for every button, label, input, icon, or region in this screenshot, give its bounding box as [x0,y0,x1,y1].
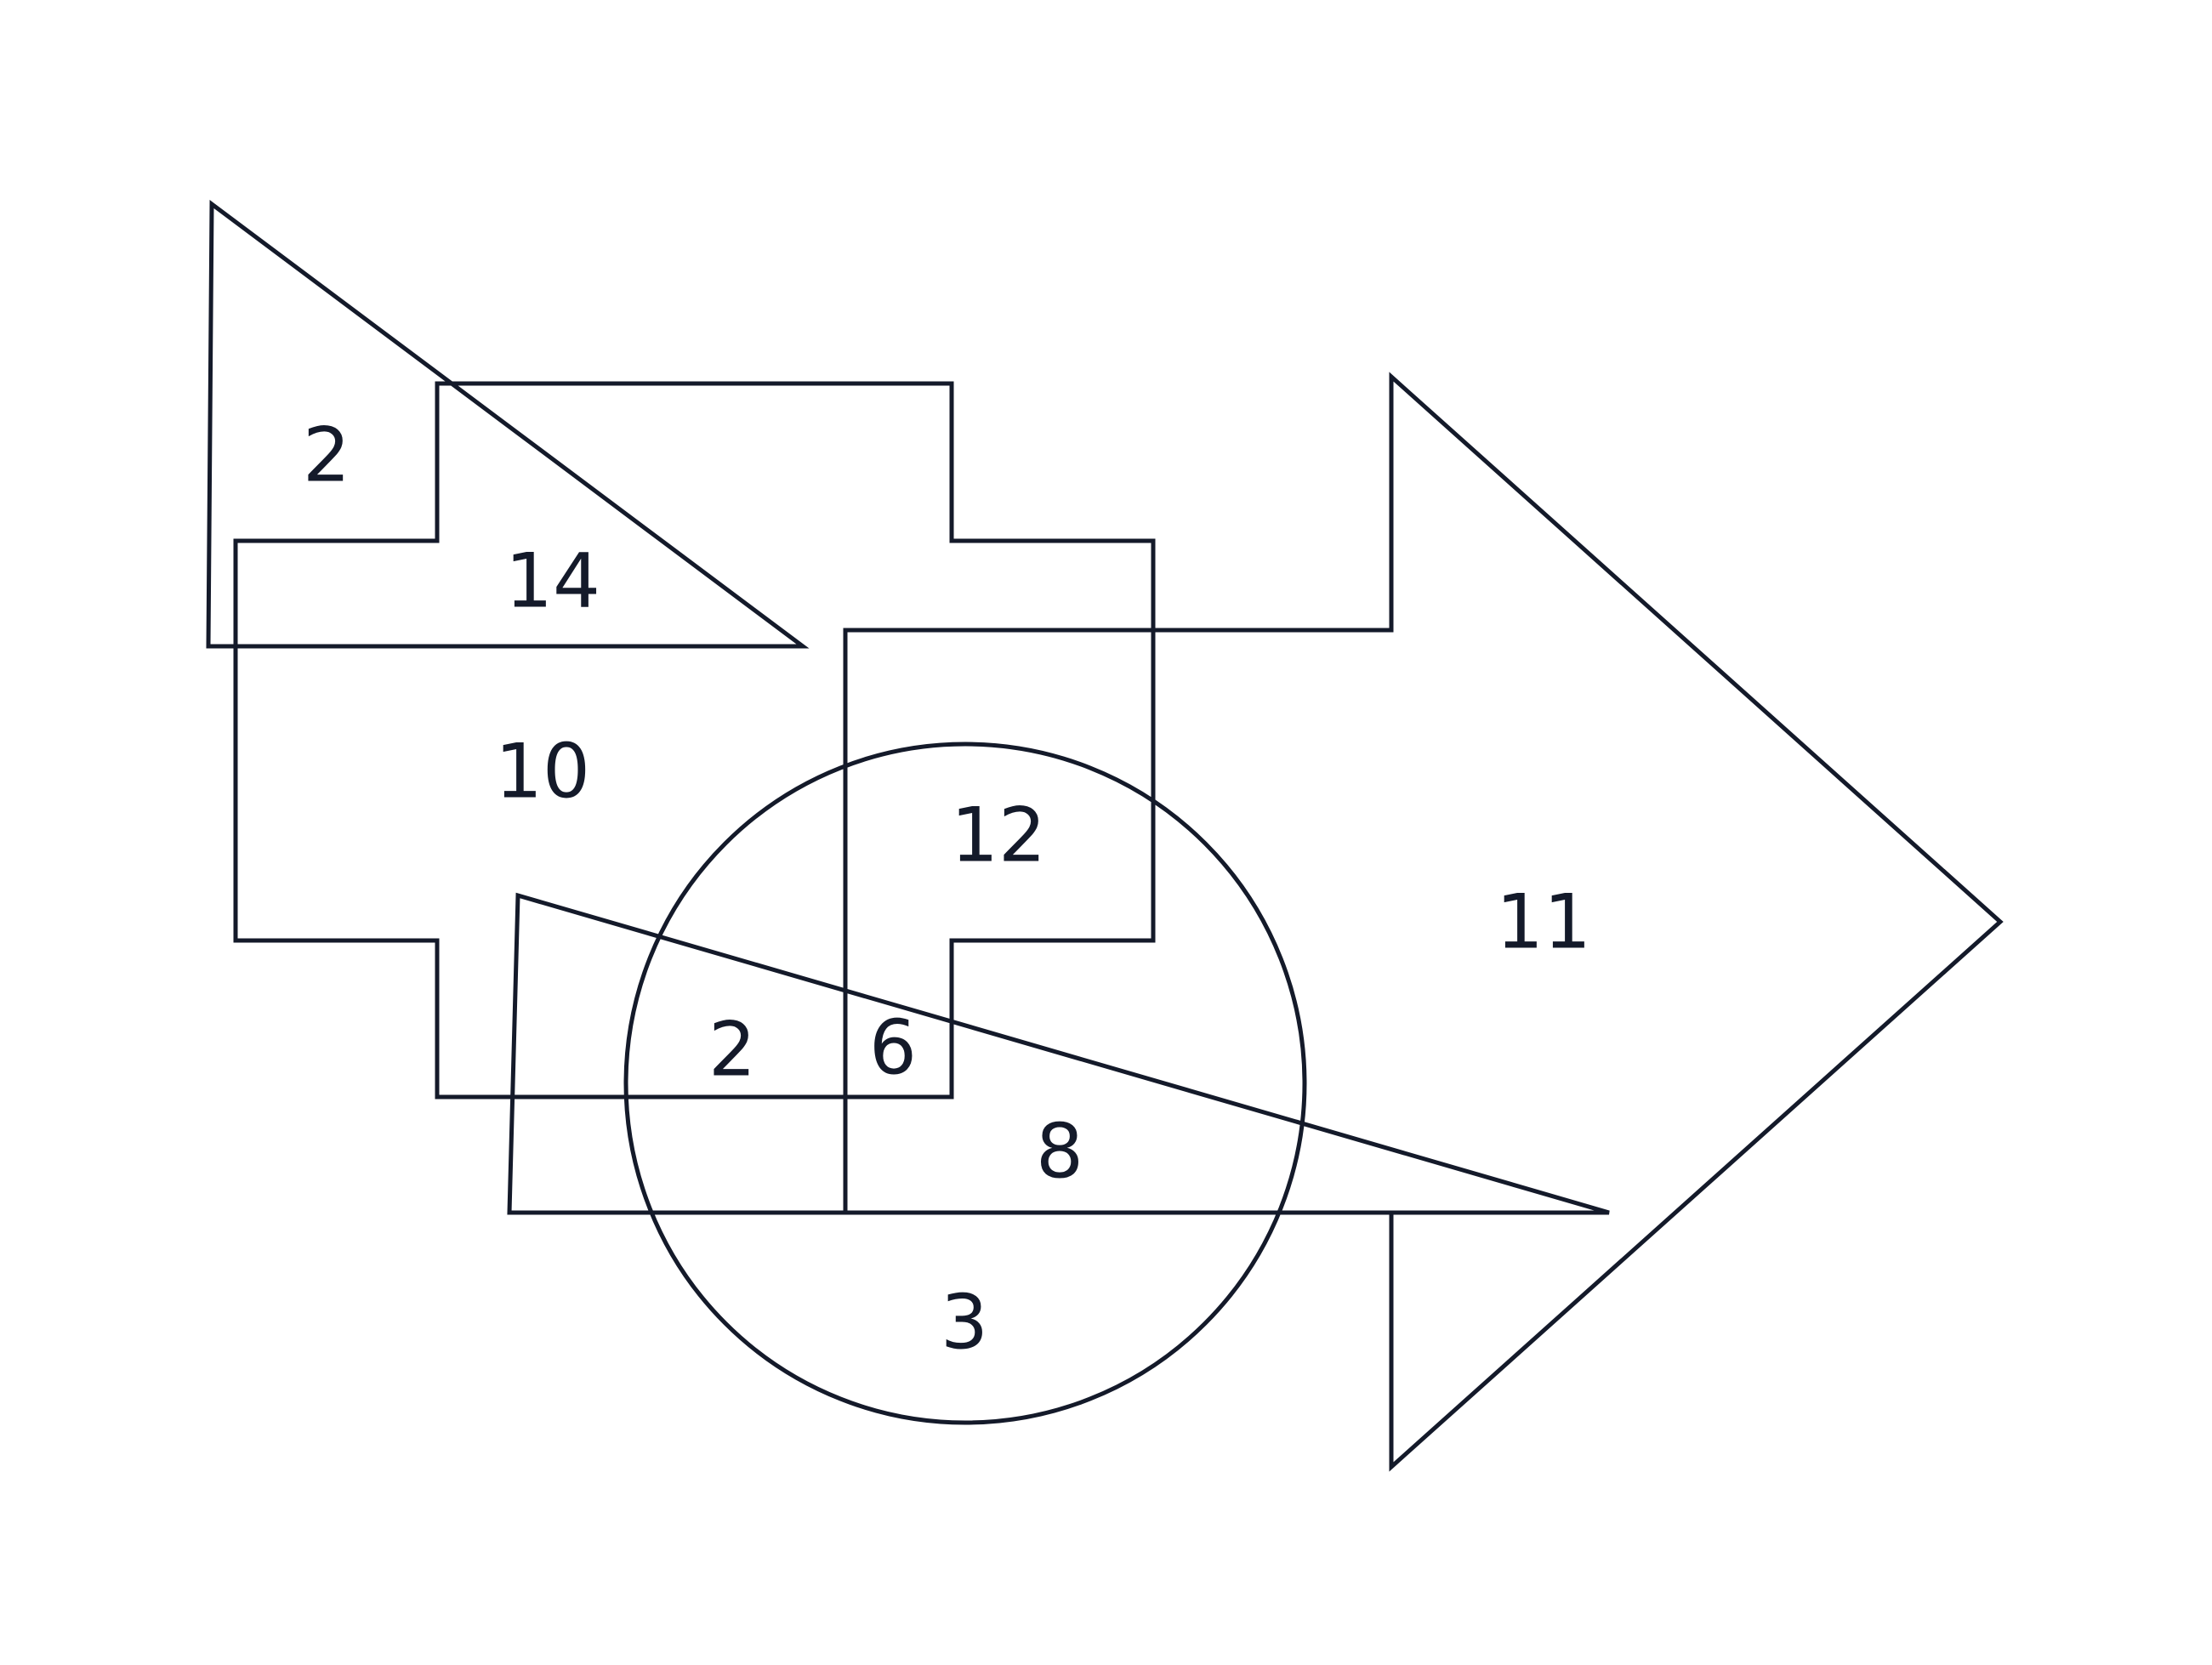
region-label: 12 [951,792,1046,879]
region-label: 3 [941,1279,988,1367]
region-label: 10 [495,728,590,815]
region-label: 14 [505,537,600,625]
region-label: 8 [1036,1108,1083,1196]
region-label: 6 [869,1004,917,1092]
region-label: 11 [1496,878,1591,966]
region-label: 2 [303,412,350,499]
circle-shape [623,742,1307,1425]
cross-shape [233,381,1156,1100]
region-label: 2 [708,1006,756,1094]
top-left-triangle [206,200,810,649]
lower-triangle [507,892,1610,1215]
